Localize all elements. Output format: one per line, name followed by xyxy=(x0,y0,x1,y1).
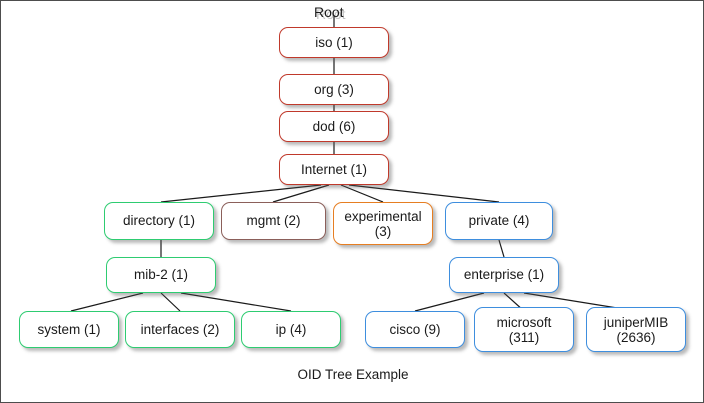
node-microsoft[interactable]: microsoft (311) xyxy=(474,307,574,352)
figure-caption: OID Tree Example xyxy=(297,367,409,382)
node-ip[interactable]: ip (4) xyxy=(241,311,341,348)
node-org[interactable]: org (3) xyxy=(279,74,389,105)
edge-internet-to-directory xyxy=(160,184,322,203)
node-internet[interactable]: Internet (1) xyxy=(279,154,389,185)
root-label: Root xyxy=(314,4,344,20)
node-mgmt[interactable]: mgmt (2) xyxy=(221,202,326,240)
node-interfaces[interactable]: interfaces (2) xyxy=(125,311,235,348)
node-mib2[interactable]: mib-2 (1) xyxy=(106,257,216,293)
node-dod[interactable]: dod (6) xyxy=(279,111,389,142)
node-system[interactable]: system (1) xyxy=(19,311,119,348)
node-juniper[interactable]: juniperMIB (2636) xyxy=(586,307,686,352)
edge-internet-to-mgmt xyxy=(272,184,330,203)
edge-mib2-to-ip xyxy=(180,292,292,312)
edge-mib2-to-system xyxy=(70,292,144,312)
edge-private-to-enterprise xyxy=(498,239,505,258)
node-cisco[interactable]: cisco (9) xyxy=(365,311,465,348)
node-directory[interactable]: directory (1) xyxy=(104,202,214,240)
node-enterprise[interactable]: enterprise (1) xyxy=(449,257,559,293)
edge-internet-to-experimental xyxy=(340,184,384,203)
node-private[interactable]: private (4) xyxy=(445,202,553,240)
edge-mib2-to-interfaces xyxy=(160,292,181,312)
node-iso[interactable]: iso (1) xyxy=(279,27,389,58)
edge-internet-to-private xyxy=(348,184,500,203)
node-experimental[interactable]: experimental (3) xyxy=(333,202,433,245)
edge-enterprise-to-cisco xyxy=(414,292,485,312)
